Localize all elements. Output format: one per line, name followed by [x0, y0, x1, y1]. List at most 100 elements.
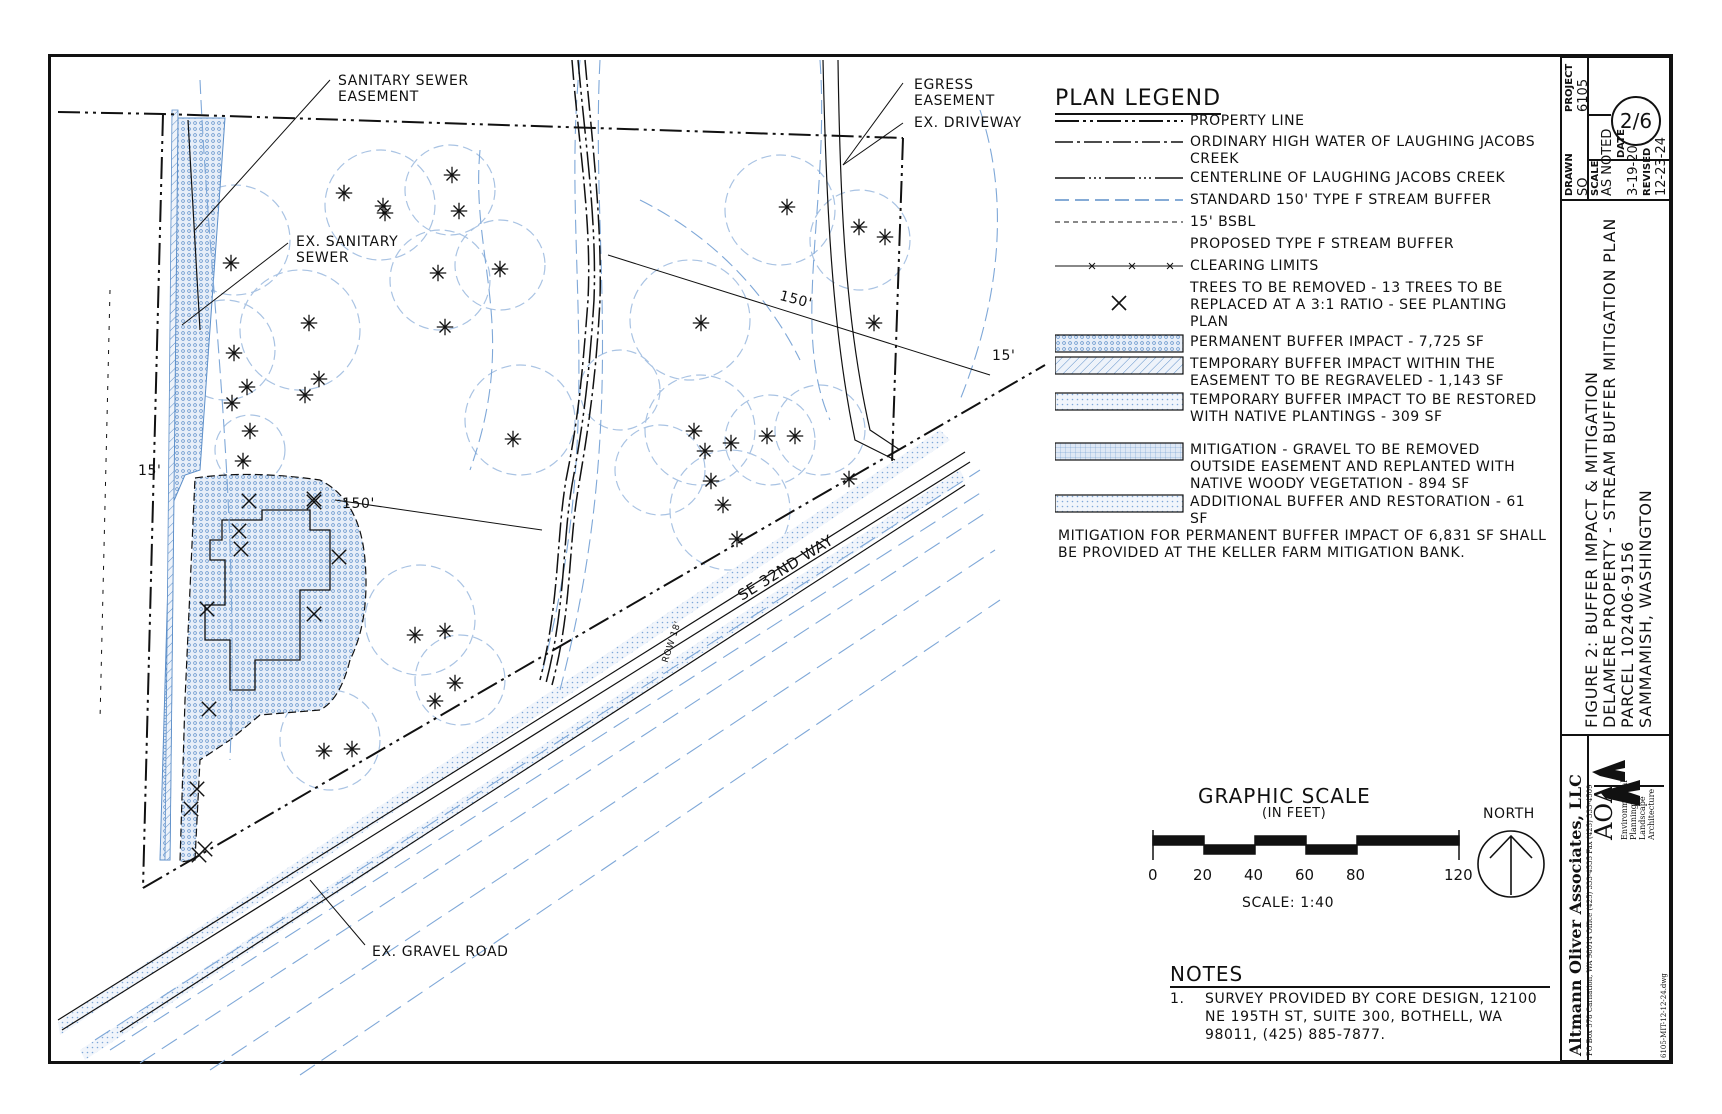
scale-tick-80: 80: [1346, 866, 1366, 884]
date-value: 3-19-20: [1626, 145, 1641, 196]
legend-text: MITIGATION - GRAVEL TO BE REMOVED OUTSID…: [1190, 442, 1516, 492]
legend-text: CLEARING LIMITS: [1190, 258, 1319, 274]
additional-buffer-swatch: [1055, 494, 1184, 513]
note-text: SURVEY PROVIDED BY CORE DESIGN, 12100 NE…: [1205, 991, 1538, 1043]
figure-title-line2: DELAMERE PROPERTY - STREAM BUFFER MITIGA…: [1600, 217, 1619, 728]
bsbl-15-right-label: 15': [992, 348, 1016, 364]
scale-tick-40: 40: [1244, 866, 1264, 884]
legend-item-additional-buffer: ADDITIONAL BUFFER AND RESTORATION - 61 S…: [1055, 494, 1545, 528]
legend-text: CENTERLINE OF LAUGHING JACOBS CREEK: [1190, 170, 1506, 186]
centerline-symbol: [1055, 177, 1183, 179]
graphic-scale-bar: [1152, 830, 1460, 860]
legend-title: PLAN LEGEND: [1055, 86, 1222, 115]
temp-regravel-swatch: [1055, 356, 1184, 375]
bsbl-15-left-label: 15': [138, 463, 162, 479]
figure-title-line1: FIGURE 2: BUFFER IMPACT & MITIGATION: [1582, 371, 1601, 728]
drawn-label: DRAWN: [1564, 153, 1575, 196]
project-value: 6105: [1576, 78, 1591, 112]
ohw-line-symbol: [1055, 141, 1183, 143]
legend-item-clearing-limits: CLEARING LIMITS: [1055, 258, 1545, 280]
legend-text: TREES TO BE REMOVED - 13 TREES TO BE REP…: [1190, 280, 1507, 330]
egress-easement-line2: EASEMENT: [914, 93, 995, 109]
revised-label: REVISED: [1642, 147, 1653, 196]
road-shoulder-area: [58, 430, 950, 1035]
legend-item-centerline: CENTERLINE OF LAUGHING JACOBS CREEK: [1055, 170, 1545, 192]
legend-text: 15' BSBL: [1190, 214, 1256, 230]
file-name: 6105-MIT-12-12-24.dwg: [1660, 973, 1668, 1058]
graphic-scale-title: GRAPHIC SCALE: [1198, 784, 1371, 808]
title-block-frame: [1560, 56, 1671, 1062]
legend-text: PROPOSED TYPE F STREAM BUFFER: [1190, 236, 1455, 252]
permanent-impact-swatch: [1055, 334, 1184, 353]
ex-driveway-label: EX. DRIVEWAY: [914, 115, 1022, 131]
road-lines: [94, 469, 1001, 1076]
driveway-lines: [187, 59, 901, 461]
legend-item-trees-removed: TREES TO BE REMOVED - 13 TREES TO BE REP…: [1055, 280, 1545, 332]
house-footprint: [204, 509, 331, 691]
legend-text: ORDINARY HIGH WATER OF LAUGHING JACOBS C…: [1190, 134, 1536, 167]
bsbl-symbol: [1055, 221, 1183, 223]
legend-text: TEMPORARY BUFFER IMPACT TO BE RESTORED W…: [1190, 392, 1537, 425]
road-edges: [57, 451, 971, 1033]
scale-value: AS NOTED: [1600, 128, 1615, 196]
legend-item-ohw: ORDINARY HIGH WATER OF LAUGHING JACOBS C…: [1055, 134, 1545, 168]
firm-tagline: Environmental Planning & Landscape Archi…: [1620, 780, 1656, 840]
legend-text: ADDITIONAL BUFFER AND RESTORATION - 61 S…: [1190, 494, 1526, 527]
sanitary-easement-line2: EASEMENT: [338, 89, 419, 105]
creek-lines: [539, 59, 601, 686]
egress-easement-line1: EGRESS: [914, 77, 974, 93]
buffer-150-right-dim: [607, 254, 991, 376]
legend-item-property-line: PROPERTY LINE: [1055, 113, 1545, 135]
sanitary-easement-label: SANITARY SEWER EASEMENT: [338, 73, 469, 105]
clearing-limits-symbol: [1055, 262, 1183, 270]
ex-sanitary-sewer-line1: EX. SANITARY: [296, 234, 399, 250]
house-impact-area: [179, 473, 367, 863]
legend-item-proposed-buffer: PROPOSED TYPE F STREAM BUFFER: [1055, 236, 1545, 258]
scale-ratio: SCALE: 1:40: [1242, 895, 1335, 911]
sheet-number: 2/6: [1611, 96, 1661, 146]
graphic-scale-subtitle: (IN FEET): [1262, 806, 1327, 821]
leader-lines: [181, 79, 904, 946]
legend-item-mitigation: MITIGATION - GRAVEL TO BE REMOVED OUTSID…: [1055, 442, 1545, 494]
ex-sanitary-sewer-line2: SEWER: [296, 250, 350, 266]
mitigation-swatch: [1055, 442, 1184, 461]
legend-item-temp-regravel: TEMPORARY BUFFER IMPACT WITHIN THE EASEM…: [1055, 356, 1545, 390]
buffer-150-left-dim: [334, 499, 543, 531]
ex-sanitary-sewer-label: EX. SANITARY SEWER: [296, 234, 398, 266]
tree-canopy-circles: [174, 144, 911, 791]
north-arrow: [1477, 830, 1545, 898]
clearing-limits-line: [99, 289, 111, 721]
mitigation-note: MITIGATION FOR PERMANENT BUFFER IMPACT O…: [1058, 528, 1547, 561]
temporary-regravel-area: [164, 109, 179, 861]
firm-name: Altmann Oliver Associates, LLC: [1566, 774, 1585, 1056]
figure-title-line3: PARCEL 102406-9156: [1618, 540, 1637, 728]
sanitary-easement-line1: SANITARY SEWER: [338, 73, 469, 89]
property-line-symbol: [1055, 120, 1183, 122]
legend-item-temp-restore: TEMPORARY BUFFER IMPACT TO BE RESTORED W…: [1055, 392, 1545, 432]
legend-text: PROPERTY LINE: [1190, 113, 1305, 129]
survey-contours: [199, 59, 998, 761]
scale-tick-120: 120: [1444, 866, 1473, 884]
scale-tick-60: 60: [1295, 866, 1315, 884]
legend-item-bsbl: 15' BSBL: [1055, 214, 1545, 236]
egress-easement-label: EGRESS EASEMENT: [914, 77, 995, 109]
tree-removed-symbol: [1111, 295, 1127, 311]
temp-restore-swatch: [1055, 392, 1184, 411]
legend-item-standard-buffer: STANDARD 150' TYPE F STREAM BUFFER: [1055, 192, 1545, 214]
legend-text: TEMPORARY BUFFER IMPACT WITHIN THE EASEM…: [1190, 356, 1505, 389]
legend-text: STANDARD 150' TYPE F STREAM BUFFER: [1190, 192, 1492, 208]
ex-gravel-road-label: EX. GRAVEL ROAD: [372, 944, 509, 960]
note-number: 1.: [1170, 991, 1185, 1007]
buffer-150-left-label: 150': [342, 496, 375, 512]
notes-title: NOTES: [1170, 962, 1552, 988]
scale-tick-20: 20: [1193, 866, 1213, 884]
figure-title-line4: SAMMAMISH, WASHINGTON: [1636, 489, 1655, 728]
legend-text: PERMANENT BUFFER IMPACT - 7,725 SF: [1190, 334, 1485, 350]
firm-logo-text: AOA: [1590, 785, 1618, 840]
revised-value: 12-23-24: [1654, 136, 1669, 196]
scale-tick-0: 0: [1148, 866, 1158, 884]
standard-buffer-symbol: [1055, 199, 1183, 201]
project-label: PROJECT: [1564, 63, 1575, 112]
legend-item-permanent-impact: PERMANENT BUFFER IMPACT - 7,725 SF: [1055, 334, 1545, 356]
